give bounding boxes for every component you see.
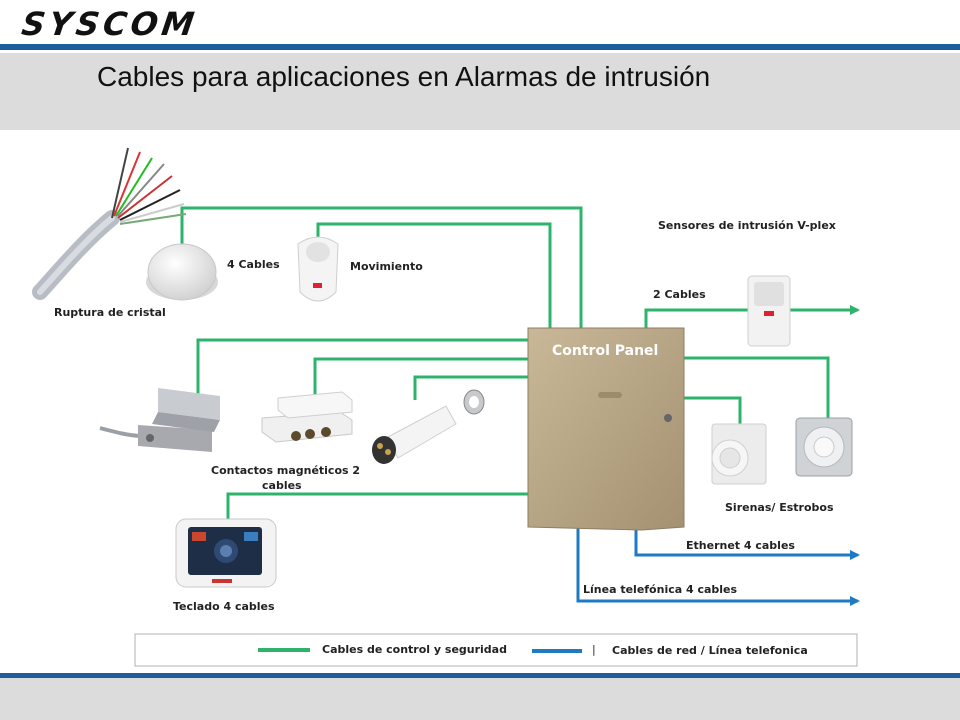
multiconductor-cable-icon [32,147,187,300]
label-ruptura-cristal: Ruptura de cristal [54,306,166,319]
label-contactos-line2: cables [262,479,302,492]
header-band [0,53,960,130]
control-panel-box [527,327,685,531]
recessed-sensor-icon [372,389,485,464]
cable-ethernet [634,527,860,560]
cable-phone-line [576,527,860,606]
header-divider [0,50,960,52]
door-contact-icon [99,388,220,452]
blue-cables [576,527,860,606]
vplex-sensor-icon [747,275,791,347]
header-blue-bar [0,44,960,50]
label-ethernet: Ethernet 4 cables [686,539,795,552]
label-linea-telefonica: Línea telefónica 4 cables [583,583,738,596]
legend-red-label: Cables de red / Línea telefonica [612,644,808,657]
motion-sensor-icon [297,236,339,302]
cable-tilt-sensor [413,375,528,400]
control-panel-label: Control Panel [552,343,658,359]
legend-box [134,633,858,667]
label-2-cables: 2 Cables [653,288,706,301]
footer-blue-bar [0,673,960,678]
siren-icon [711,423,767,485]
cable-keypad [226,492,528,522]
legend-control-label: Cables de control y seguridad [322,643,507,656]
label-4-cables: 4 Cables [227,258,280,271]
label-vplex-sensors: Sensores de intrusión V-plex [658,219,836,232]
cable-glass-break [180,206,583,328]
page-title: Cables para aplicaciones en Alarmas de i… [97,61,711,92]
strobe-icon [795,417,853,477]
glass-break-detector-icon [146,243,218,301]
cable-door-contact [196,338,528,395]
cable-contacts [313,357,528,398]
legend: Cables de control y seguridad | Cables d… [134,633,858,667]
cable-siren [684,396,742,425]
label-teclado: Teclado 4 cables [173,600,275,613]
label-sirenas-estrobos: Sirenas/ Estrobos [725,501,834,514]
keypad-icon [175,518,277,588]
legend-separator: | [592,643,596,656]
footer-band [0,678,960,720]
label-movimiento: Movimiento [350,260,423,273]
surface-contacts-icon [261,391,353,443]
cable-strobe [684,356,830,420]
cable-motion [316,222,552,328]
label-contactos-line1: Contactos magnéticos 2 [211,464,360,477]
